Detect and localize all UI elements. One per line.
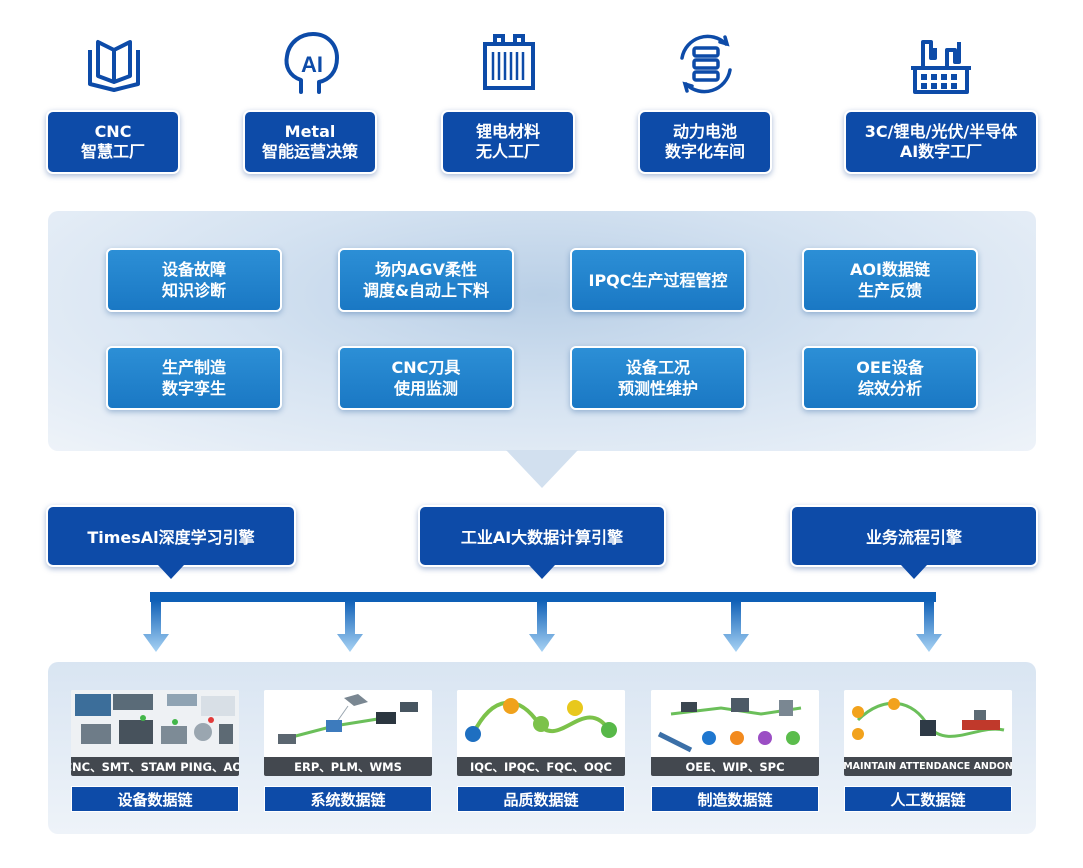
mid-box-line1: IPQC生产过程管控 (588, 270, 728, 290)
svg-text:AI: AI (301, 52, 323, 77)
mid-box-oee-analysis: OEE设备 综效分析 (802, 346, 978, 410)
engine-deep-learning: TimesAl深度学习引擎 (46, 505, 296, 567)
card-manufacturing: OEE、WIP、SPC (651, 690, 819, 776)
top-box-line1: 锂电材料 (475, 122, 540, 141)
mid-box-predictive-maintenance: 设备工况 预测性维护 (570, 346, 746, 410)
equipment-illustration (71, 690, 239, 757)
mid-box-agv-scheduling: 场内AGV柔性 调度&自动上下料 (338, 248, 514, 312)
system-illustration (264, 690, 432, 757)
card-manual: MAINTAIN ATTENDANCE ANDON (844, 690, 1012, 776)
top-box-ai-factory: 3C/锂电/光伏/半导体 AI数字工厂 (844, 110, 1038, 174)
book-icon (88, 40, 140, 92)
engine-pointer (901, 565, 927, 579)
mid-box-line2: 使用监测 (393, 379, 458, 398)
down-arrow-icon (529, 600, 555, 652)
mid-box-line2: 数字孪生 (161, 379, 226, 398)
mid-box-line1: 设备故障 (161, 260, 226, 279)
mid-box-line2: 知识诊断 (161, 281, 226, 300)
top-item-power-battery (636, 28, 776, 100)
mid-box-line2: 预测性维护 (617, 379, 698, 398)
card-system: ERP、PLM、WMS (264, 690, 432, 776)
factory-icon (911, 40, 971, 94)
quality-illustration (457, 690, 625, 757)
distribution-bar (150, 592, 936, 602)
down-arrow-icon (723, 600, 749, 652)
card-equipment: CNC、SMT、STAM PING、AOI (71, 690, 239, 776)
mid-box-line2: 调度&自动上下料 (363, 281, 489, 300)
top-box-line2: 无人工厂 (475, 142, 540, 161)
top-box-line2: 智慧工厂 (80, 142, 145, 161)
down-arrow-icon (143, 600, 169, 652)
manual-illustration (844, 690, 1012, 757)
card-strip: MAINTAIN ATTENDANCE ANDON (844, 757, 1012, 776)
top-box-lithium: 锂电材料 无人工厂 (441, 110, 575, 174)
chain-label-manufacturing: 制造数据链 (651, 786, 819, 812)
mid-box-line1: AOI数据链 (850, 260, 930, 279)
engine-big-data: 工业AI大数据计算引擎 (418, 505, 666, 567)
battery-icon (483, 34, 535, 90)
card-strip: ERP、PLM、WMS (264, 757, 432, 776)
down-arrow-icon (337, 600, 363, 652)
chain-label-manual: 人工数据链 (844, 786, 1012, 812)
mid-box-line1: CNC刀具 (391, 358, 461, 377)
top-box-line1: CNC (94, 122, 132, 141)
card-strip: CNC、SMT、STAM PING、AOI (71, 757, 239, 776)
chain-label-quality: 品质数据链 (457, 786, 625, 812)
engine-label: TimesAl深度学习引擎 (87, 528, 255, 547)
card-strip: IQC、IPQC、FQC、OQC (457, 757, 625, 776)
mid-box-fault-diagnosis: 设备故障 知识诊断 (106, 248, 282, 312)
top-box-line2: 智能运营决策 (261, 142, 358, 161)
application-panel (48, 211, 1036, 451)
engine-pointer (158, 565, 184, 579)
manufacturing-illustration (651, 690, 819, 757)
mid-box-aoi-chain: AOI数据链 生产反馈 (802, 248, 978, 312)
engine-pointer (529, 565, 555, 579)
top-item-lithium (439, 28, 579, 100)
mid-box-line1: OEE设备 (856, 358, 924, 377)
server-cycle-icon (680, 34, 732, 94)
top-box-line1: 动力电池 (672, 122, 737, 141)
engine-business-process: 业务流程引擎 (790, 505, 1038, 567)
top-box-cnc: CNC 智慧工厂 (46, 110, 180, 174)
down-arrow-icon (916, 600, 942, 652)
top-box-line1: 3C/锂电/光伏/半导体 (864, 122, 1018, 141)
mid-box-digital-twin: 生产制造 数字孪生 (106, 346, 282, 410)
top-box-line1: Metal (284, 122, 336, 141)
top-box-metal: Metal 智能运营决策 (243, 110, 377, 174)
panel-down-arrow (506, 450, 578, 488)
mid-box-line2: 生产反馈 (857, 281, 922, 300)
top-box-power-battery: 动力电池 数字化车间 (638, 110, 772, 174)
top-box-line2: AI数字工厂 (899, 142, 983, 161)
top-item-ai-factory (871, 28, 1011, 100)
mid-box-line1: 场内AGV柔性 (375, 260, 477, 279)
mid-box-line1: 生产制造 (161, 358, 226, 377)
top-item-metal: AI (241, 28, 381, 100)
card-quality: IQC、IPQC、FQC、OQC (457, 690, 625, 776)
top-box-line2: 数字化车间 (664, 142, 745, 161)
engine-label: 业务流程引擎 (865, 528, 962, 547)
mid-box-cnc-tool: CNC刀具 使用监测 (338, 346, 514, 410)
mid-box-line1: 设备工况 (625, 358, 690, 377)
mid-box-ipqc: IPQC生产过程管控 (570, 248, 746, 312)
chain-label-equipment: 设备数据链 (71, 786, 239, 812)
chain-label-system: 系统数据链 (264, 786, 432, 812)
ai-head-icon: AI (284, 32, 339, 94)
mid-box-line2: 综效分析 (857, 379, 922, 398)
engine-label: 工业AI大数据计算引擎 (460, 528, 624, 547)
top-item-cnc (44, 28, 184, 100)
card-strip: OEE、WIP、SPC (651, 757, 819, 776)
